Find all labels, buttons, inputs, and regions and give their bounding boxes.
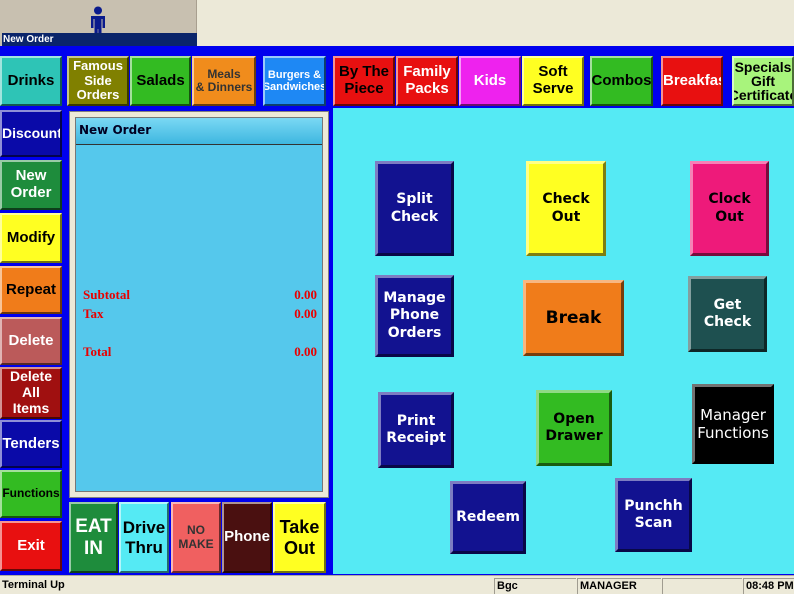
- order-panel-title: New Order: [76, 118, 322, 145]
- drive-thru-button[interactable]: Drive Thru: [119, 502, 169, 573]
- category-meals-dinners[interactable]: Meals & Dinners: [192, 56, 256, 106]
- manage-phone-orders-button[interactable]: Manage Phone Orders: [375, 275, 454, 357]
- sidebar-repeat-button[interactable]: Repeat: [0, 266, 62, 314]
- category-burgers-sandwiches[interactable]: Burgers & Sandwiches: [263, 56, 326, 106]
- category-combos[interactable]: Combos: [590, 56, 653, 106]
- break-button[interactable]: Break: [523, 280, 624, 356]
- manager-functions-button[interactable]: Manager Functions: [692, 384, 774, 464]
- order-panel: New Order Subtotal 0.00 Tax 0.00 Total 0…: [69, 111, 329, 498]
- category-specials-gift-certificate[interactable]: Specials Gift Certificate: [732, 56, 794, 106]
- sidebar-discounts-button[interactable]: Discounts: [0, 110, 62, 157]
- sidebar-functions-button[interactable]: Functions: [0, 470, 62, 518]
- check-out-button[interactable]: Check Out: [526, 161, 606, 256]
- status-bar: Terminal Up Bgc MANAGER 08:48 PM: [0, 575, 794, 594]
- window-title: New Order: [2, 33, 197, 46]
- sidebar-delete-button[interactable]: Delete: [0, 317, 62, 365]
- status-store: Bgc: [494, 578, 576, 594]
- category-family-packs[interactable]: Family Packs: [396, 56, 458, 106]
- clock-out-button[interactable]: Clock Out: [690, 161, 769, 256]
- open-drawer-button[interactable]: Open Drawer: [536, 390, 612, 466]
- punchh-scan-button[interactable]: Punchh Scan: [615, 478, 692, 552]
- status-time: 08:48 PM: [743, 578, 794, 594]
- subtotal-label: Subtotal: [83, 287, 130, 302]
- phone-button[interactable]: Phone: [222, 502, 272, 573]
- sidebar-drinks-button[interactable]: Drinks: [0, 56, 62, 106]
- sidebar-new-order-button[interactable]: New Order: [0, 160, 62, 210]
- sidebar-modify-button[interactable]: Modify: [0, 213, 62, 263]
- category-breakfast[interactable]: Breakfas: [661, 56, 723, 106]
- sidebar-tenders-button[interactable]: Tenders: [0, 420, 62, 468]
- status-message: Terminal Up: [2, 579, 65, 591]
- header-bar: [197, 0, 794, 46]
- tax-label: Tax: [83, 306, 104, 321]
- subtotal-value: 0.00: [294, 287, 317, 302]
- sidebar-delete-all-items-button[interactable]: Delete All Items: [0, 367, 62, 419]
- redeem-button[interactable]: Redeem: [450, 481, 526, 554]
- print-receipt-button[interactable]: Print Receipt: [378, 392, 454, 468]
- category-kids[interactable]: Kids: [459, 56, 521, 106]
- category-soft-serve[interactable]: Soft Serve: [522, 56, 584, 106]
- eat-in-button[interactable]: EAT IN: [69, 502, 118, 573]
- status-blank: [662, 578, 742, 594]
- category-salads[interactable]: Salads: [130, 56, 191, 106]
- tax-value: 0.00: [294, 306, 317, 321]
- get-check-button[interactable]: Get Check: [688, 276, 767, 352]
- total-value: 0.00: [294, 344, 317, 359]
- category-by-the-piece[interactable]: By The Piece: [333, 56, 395, 106]
- total-label: Total: [83, 344, 112, 359]
- split-check-button[interactable]: Split Check: [375, 161, 454, 256]
- order-list[interactable]: New Order Subtotal 0.00 Tax 0.00 Total 0…: [75, 117, 323, 492]
- status-role: MANAGER: [577, 578, 661, 594]
- category-famous-side-orders[interactable]: Famous Side Orders: [67, 56, 129, 106]
- sidebar-exit-button[interactable]: Exit: [0, 521, 62, 571]
- no-make-button[interactable]: NO MAKE: [171, 502, 221, 573]
- header-tab: New Order: [0, 0, 197, 46]
- take-out-button[interactable]: Take Out: [273, 502, 326, 573]
